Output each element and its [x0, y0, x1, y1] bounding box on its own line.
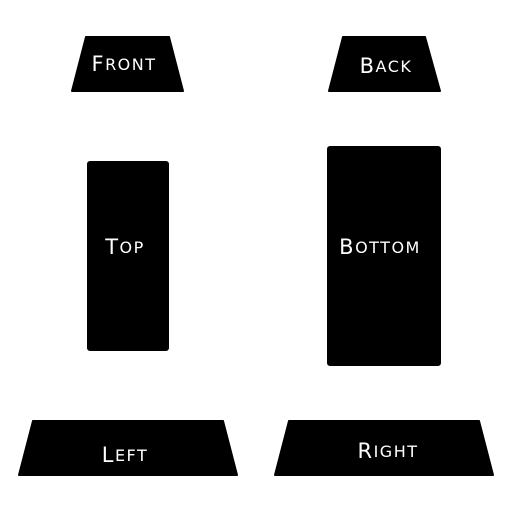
right-panel-label: RIGHT	[357, 439, 418, 463]
bottom-panel-shape	[327, 146, 441, 366]
top-panel[interactable]: TOP	[87, 161, 169, 351]
front-panel-shape	[71, 36, 184, 92]
back-panel-shape	[328, 36, 441, 92]
back-panel[interactable]: BACK	[328, 36, 441, 92]
left-panel-shape	[18, 420, 238, 476]
front-panel[interactable]: FRONT	[71, 36, 184, 92]
left-panel[interactable]: LEFT	[18, 420, 238, 476]
top-panel-label: TOP	[104, 235, 145, 259]
bottom-panel-label: BOTTOM	[339, 235, 421, 259]
top-panel-shape	[87, 161, 169, 351]
left-panel-label: LEFT	[102, 443, 149, 467]
back-panel-label: BACK	[360, 54, 413, 78]
front-panel-label: FRONT	[91, 52, 156, 76]
right-panel[interactable]: RIGHT	[274, 420, 494, 476]
right-panel-shape	[274, 420, 494, 476]
bottom-panel[interactable]: BOTTOM	[327, 146, 441, 366]
